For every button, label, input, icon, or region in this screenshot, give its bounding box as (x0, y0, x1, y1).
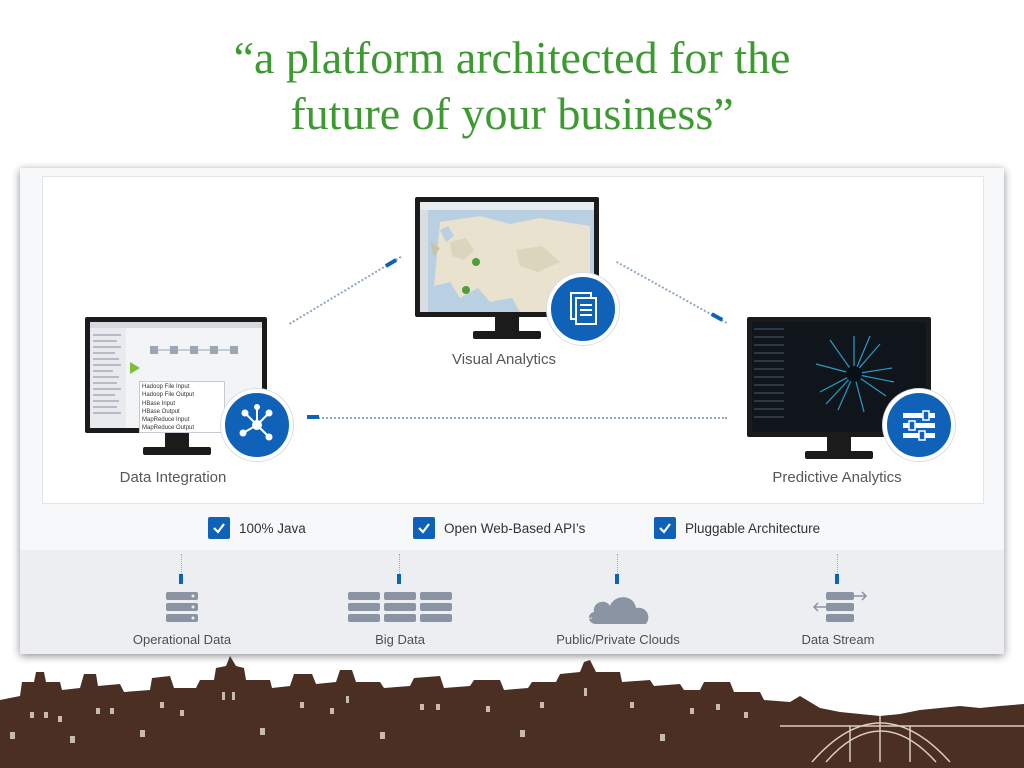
database-cluster-icon (348, 592, 452, 622)
documents-icon (547, 273, 619, 345)
connector-mark (384, 258, 398, 268)
menu-item: HBase Output (142, 408, 180, 415)
stream-arrows-icon (812, 591, 868, 622)
cloud-icon (586, 597, 649, 625)
visual-analytics-monitor (415, 197, 599, 347)
connector-di-pa (307, 417, 727, 419)
menu-item: HBase Input (142, 400, 176, 407)
feature-pluggable: Pluggable Architecture (654, 517, 820, 539)
checkbox-checked-icon (208, 517, 230, 539)
source-data-stream: Data Stream (738, 550, 938, 654)
feature-label: 100% Java (239, 520, 306, 536)
source-clouds: Public/Private Clouds (518, 550, 718, 654)
source-label: Operational Data (132, 632, 232, 647)
connector-mark (710, 312, 724, 322)
database-stack-icon (166, 592, 198, 622)
title-line-2: future of your business” (290, 88, 734, 139)
map-display (420, 202, 594, 312)
source-label: Data Stream (801, 632, 875, 647)
source-big-data: Big Data (300, 550, 500, 654)
analytics-panel: Visual Analytics (42, 176, 984, 504)
source-label: Big Data (375, 632, 425, 647)
feature-list: 100% Java Open Web-Based API’s Pluggable… (20, 510, 1004, 552)
menu-item: MapReduce Input (142, 417, 190, 424)
feature-web-api: Open Web-Based API’s (413, 517, 585, 539)
source-operational-data: Operational Data (82, 550, 282, 654)
title-line-1: “a platform architected for the (233, 32, 791, 83)
data-sources: Operational Data Big Data Public/Private… (20, 550, 1004, 654)
feature-label: Open Web-Based API’s (444, 520, 586, 536)
checkbox-checked-icon (654, 517, 676, 539)
visual-analytics-label: Visual Analytics (452, 351, 556, 368)
source-label: Public/Private Clouds (556, 632, 680, 647)
menu-item: Hadoop File Output (142, 392, 195, 399)
connector-mark (307, 415, 319, 419)
feature-label: Pluggable Architecture (685, 520, 821, 536)
menu-item: Hadoop File Input (142, 384, 190, 390)
checkbox-checked-icon (413, 517, 435, 539)
menu-item: MapReduce Output (142, 425, 195, 432)
predictive-analytics-label: Predictive Analytics (772, 469, 902, 486)
network-hub-icon (221, 389, 293, 461)
city-skyline-illustration (0, 656, 1024, 768)
data-integration-label: Data Integration (119, 469, 227, 486)
slide-title: “a platform architected for the future o… (0, 30, 1024, 142)
component-menu: Hadoop File Input Hadoop File Output HBa… (139, 381, 225, 433)
architecture-diagram: Visual Analytics (20, 168, 1004, 654)
connector-di-va (289, 256, 402, 325)
feature-java: 100% Java (208, 517, 306, 539)
sliders-icon (883, 389, 955, 461)
